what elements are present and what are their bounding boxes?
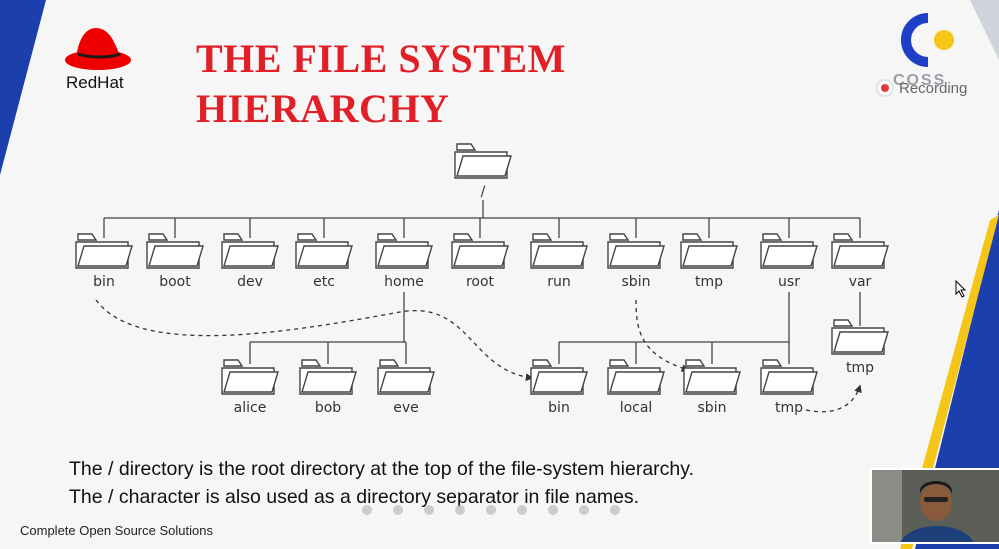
folder-home: home xyxy=(375,233,433,290)
folder-usr-local: local xyxy=(607,359,665,416)
folder-run: run xyxy=(530,233,588,290)
folder-boot: boot xyxy=(146,233,204,290)
pagination-dot[interactable] xyxy=(579,505,589,515)
folder-icon xyxy=(75,233,133,269)
folder-label: sbin xyxy=(622,274,651,290)
folder-label: etc xyxy=(313,274,335,290)
folder-root: root xyxy=(451,233,509,290)
pagination-dot[interactable] xyxy=(610,505,620,515)
folder-home-eve: eve xyxy=(377,359,435,416)
folder-icon xyxy=(760,233,818,269)
slide-description: The / directory is the root directory at… xyxy=(69,455,694,511)
folder-var: var xyxy=(831,233,889,290)
slide-pagination[interactable] xyxy=(362,505,620,515)
folder-icon xyxy=(377,359,435,395)
redhat-label: RedHat xyxy=(66,73,124,92)
folder-label: tmp xyxy=(846,360,874,376)
folder-etc: etc xyxy=(295,233,353,290)
presenter-webcam xyxy=(870,468,999,544)
folder-icon xyxy=(295,233,353,269)
recording-label: Recording xyxy=(899,79,968,97)
title-line-2: HIERARCHY xyxy=(196,86,450,131)
folder-icon xyxy=(299,359,357,395)
folder-label: sbin xyxy=(698,400,727,416)
folder-usr-bin: bin xyxy=(530,359,588,416)
folder-label: bin xyxy=(93,274,115,290)
folder-icon xyxy=(454,143,512,179)
pagination-dot[interactable] xyxy=(362,505,372,515)
folder-icon xyxy=(607,233,665,269)
folder-home-alice: alice xyxy=(221,359,279,416)
folder-icon xyxy=(680,233,738,269)
folder-var-tmp: tmp xyxy=(831,319,889,376)
slide-title: THE FILE SYSTEM HIERARCHY xyxy=(196,34,566,134)
folder-icon xyxy=(451,233,509,269)
folder-label: boot xyxy=(159,274,191,290)
folder-tmp: tmp xyxy=(680,233,738,290)
recording-indicator: Recording xyxy=(876,76,967,100)
folder-icon xyxy=(146,233,204,269)
folder-label: bin xyxy=(548,400,570,416)
folder-label: var xyxy=(849,274,872,290)
folder-dev: dev xyxy=(221,233,279,290)
right-stripes xyxy=(900,0,999,549)
folder-label: home xyxy=(384,274,424,290)
folder-label: dev xyxy=(237,274,263,290)
folder-label: local xyxy=(620,400,653,416)
pagination-dot[interactable] xyxy=(486,505,496,515)
footer-text: Complete Open Source Solutions xyxy=(20,523,213,538)
pagination-dot[interactable] xyxy=(517,505,527,515)
folder-usr: usr xyxy=(760,233,818,290)
folder-icon xyxy=(375,233,433,269)
folder-sbin: sbin xyxy=(607,233,665,290)
presenter-avatar-icon xyxy=(872,470,999,542)
symlink-bin-arrow xyxy=(95,299,534,382)
folder-label: usr xyxy=(778,274,800,290)
pagination-dot[interactable] xyxy=(455,505,465,515)
pagination-dot[interactable] xyxy=(424,505,434,515)
folder-icon xyxy=(831,233,889,269)
folder-icon xyxy=(530,359,588,395)
description-line-1: The / directory is the root directory at… xyxy=(69,458,694,480)
folder-icon xyxy=(607,359,665,395)
folder-label: eve xyxy=(393,400,419,416)
folder-label: bob xyxy=(315,400,341,416)
title-line-1: THE FILE SYSTEM xyxy=(196,36,566,81)
folder-usr-sbin: sbin xyxy=(683,359,741,416)
description-line-2: The / character is also used as a direct… xyxy=(69,486,640,508)
symlink-arrows xyxy=(95,299,862,413)
tree-nodes: / bin boot dev etc home root run sbin tmp usr var al… xyxy=(75,143,889,416)
folder-label: tmp xyxy=(775,400,803,416)
folder-icon xyxy=(683,359,741,395)
folder-root: / xyxy=(454,143,512,200)
folder-icon xyxy=(530,233,588,269)
pagination-dot[interactable] xyxy=(548,505,558,515)
folder-bin: bin xyxy=(75,233,133,290)
pagination-dot[interactable] xyxy=(393,505,403,515)
recording-dot-icon xyxy=(876,79,894,97)
tree-connectors xyxy=(103,200,861,364)
folder-label: run xyxy=(547,274,571,290)
folder-home-bob: bob xyxy=(299,359,357,416)
left-blue-stripe xyxy=(0,0,46,175)
coss-label: COSS xyxy=(893,72,947,89)
folder-label: / xyxy=(481,184,486,200)
folder-usr-tmp: tmp xyxy=(760,359,818,416)
folder-label: tmp xyxy=(695,274,723,290)
mouse-cursor-icon xyxy=(955,280,967,298)
symlink-sbin-arrow xyxy=(635,299,690,372)
folder-label: alice xyxy=(234,400,267,416)
folder-icon xyxy=(221,359,279,395)
coss-logo-icon xyxy=(901,13,954,67)
folder-icon xyxy=(221,233,279,269)
folder-icon xyxy=(760,359,818,395)
symlink-tmp-arrow xyxy=(805,384,862,413)
redhat-logo-icon xyxy=(65,28,131,70)
folder-label: root xyxy=(466,274,495,290)
